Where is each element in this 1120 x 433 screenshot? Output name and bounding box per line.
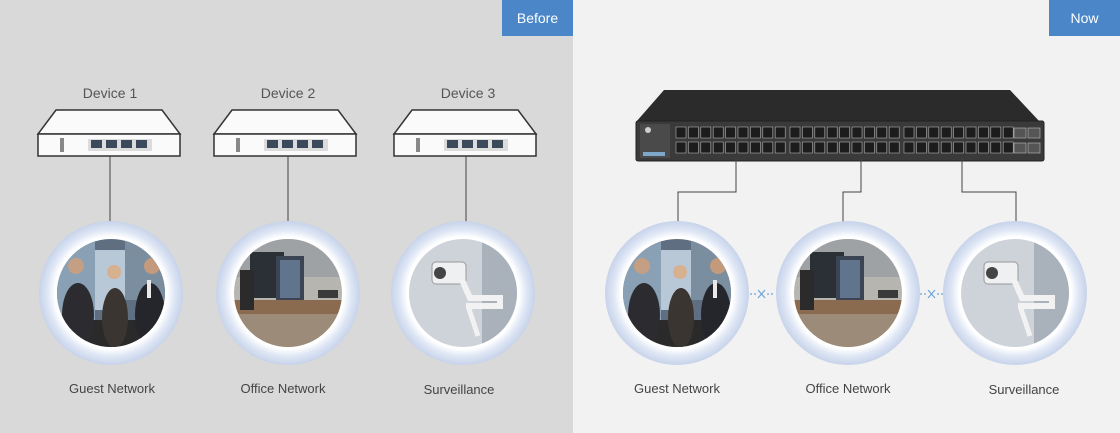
- switch-port: [978, 141, 989, 154]
- isolation-x-icon-1: [750, 289, 773, 299]
- office-network-circle-now: [776, 221, 920, 365]
- office-network-label-now: Office Network: [805, 381, 891, 396]
- device-2-label: Device 2: [260, 85, 316, 101]
- switch-port: [851, 141, 863, 154]
- switch-port: [965, 126, 977, 139]
- device-1-label: Device 1: [82, 85, 138, 101]
- before-tag: Before: [502, 0, 573, 36]
- switch-port: [916, 141, 927, 154]
- switch-port: [953, 141, 964, 154]
- switch-port: [712, 141, 724, 154]
- switch-port: [712, 126, 724, 139]
- switch-port: [953, 126, 964, 139]
- sfp-port: [1027, 127, 1041, 139]
- switch-port: [725, 126, 736, 139]
- surveillance-circle-now: [943, 221, 1087, 365]
- device-2-switch: [212, 109, 358, 157]
- switch-port: [802, 126, 813, 139]
- switch-port: [789, 126, 801, 139]
- switch-port: [814, 141, 826, 154]
- switch-port: [888, 141, 900, 154]
- switch-port: [916, 126, 927, 139]
- sfp-port: [1013, 142, 1027, 154]
- device-3-label: Device 3: [440, 85, 496, 101]
- guest-network-circle-before: [39, 221, 183, 365]
- switch-port: [750, 141, 761, 154]
- switch-port: [737, 126, 749, 139]
- switch-port: [903, 141, 915, 154]
- sfp-port: [1027, 142, 1041, 154]
- switch-port: [675, 126, 687, 139]
- switch-port: [940, 141, 952, 154]
- switch-port: [864, 141, 875, 154]
- office-network-label-before: Office Network: [240, 381, 326, 396]
- office-network-circle-before: [216, 221, 360, 365]
- switch-port: [762, 126, 774, 139]
- link-switch-surveillance: [961, 158, 1017, 222]
- switch-port: [688, 126, 699, 139]
- switch-port: [940, 126, 952, 139]
- switch-port: [688, 141, 699, 154]
- switch-port: [876, 126, 888, 139]
- network-circles: [39, 221, 1087, 365]
- isolation-x-icon-2: [920, 289, 943, 299]
- switch-port: [700, 126, 712, 139]
- switch-port: [675, 141, 687, 154]
- device-3-switch: [392, 109, 538, 157]
- link-switch-guest: [677, 158, 737, 222]
- now-tag: Now: [1049, 0, 1120, 36]
- switch-port: [762, 141, 774, 154]
- switch-port: [774, 141, 786, 154]
- guest-network-label-now: Guest Network: [634, 381, 720, 396]
- surveillance-label-before: Surveillance: [423, 382, 495, 397]
- switch-port: [990, 141, 1002, 154]
- switch-port: [725, 141, 736, 154]
- switch-port: [1002, 141, 1014, 154]
- switch-port: [928, 126, 940, 139]
- switch-port: [774, 126, 786, 139]
- switch-port: [864, 126, 875, 139]
- vlan-isolation-marks: [750, 289, 943, 299]
- switch-port: [876, 141, 888, 154]
- guest-network-label-before: Guest Network: [69, 381, 155, 396]
- switch-port: [826, 126, 838, 139]
- before-links: [109, 152, 467, 222]
- switch-port: [903, 126, 915, 139]
- switch-port: [750, 126, 761, 139]
- switch-port: [990, 126, 1002, 139]
- guest-network-circle-now: [605, 221, 749, 365]
- switch-port: [839, 141, 850, 154]
- link-switch-office: [842, 158, 862, 222]
- switch-port: [826, 141, 838, 154]
- switch-port: [1002, 126, 1014, 139]
- switch-port: [700, 141, 712, 154]
- switch-port: [928, 141, 940, 154]
- sfp-port: [1013, 127, 1027, 139]
- switch-port: [802, 141, 813, 154]
- switch-port: [737, 141, 749, 154]
- switch-port: [888, 126, 900, 139]
- switch-port: [965, 141, 977, 154]
- switch-port: [789, 141, 801, 154]
- switch-port: [978, 126, 989, 139]
- now-links: [677, 158, 1017, 222]
- surveillance-circle-before: [391, 221, 535, 365]
- switch-port: [839, 126, 850, 139]
- surveillance-label-now: Surveillance: [988, 382, 1060, 397]
- switch-port: [851, 126, 863, 139]
- device-1-switch: [36, 109, 182, 157]
- switch-ports: [675, 126, 1041, 154]
- switch-port: [814, 126, 826, 139]
